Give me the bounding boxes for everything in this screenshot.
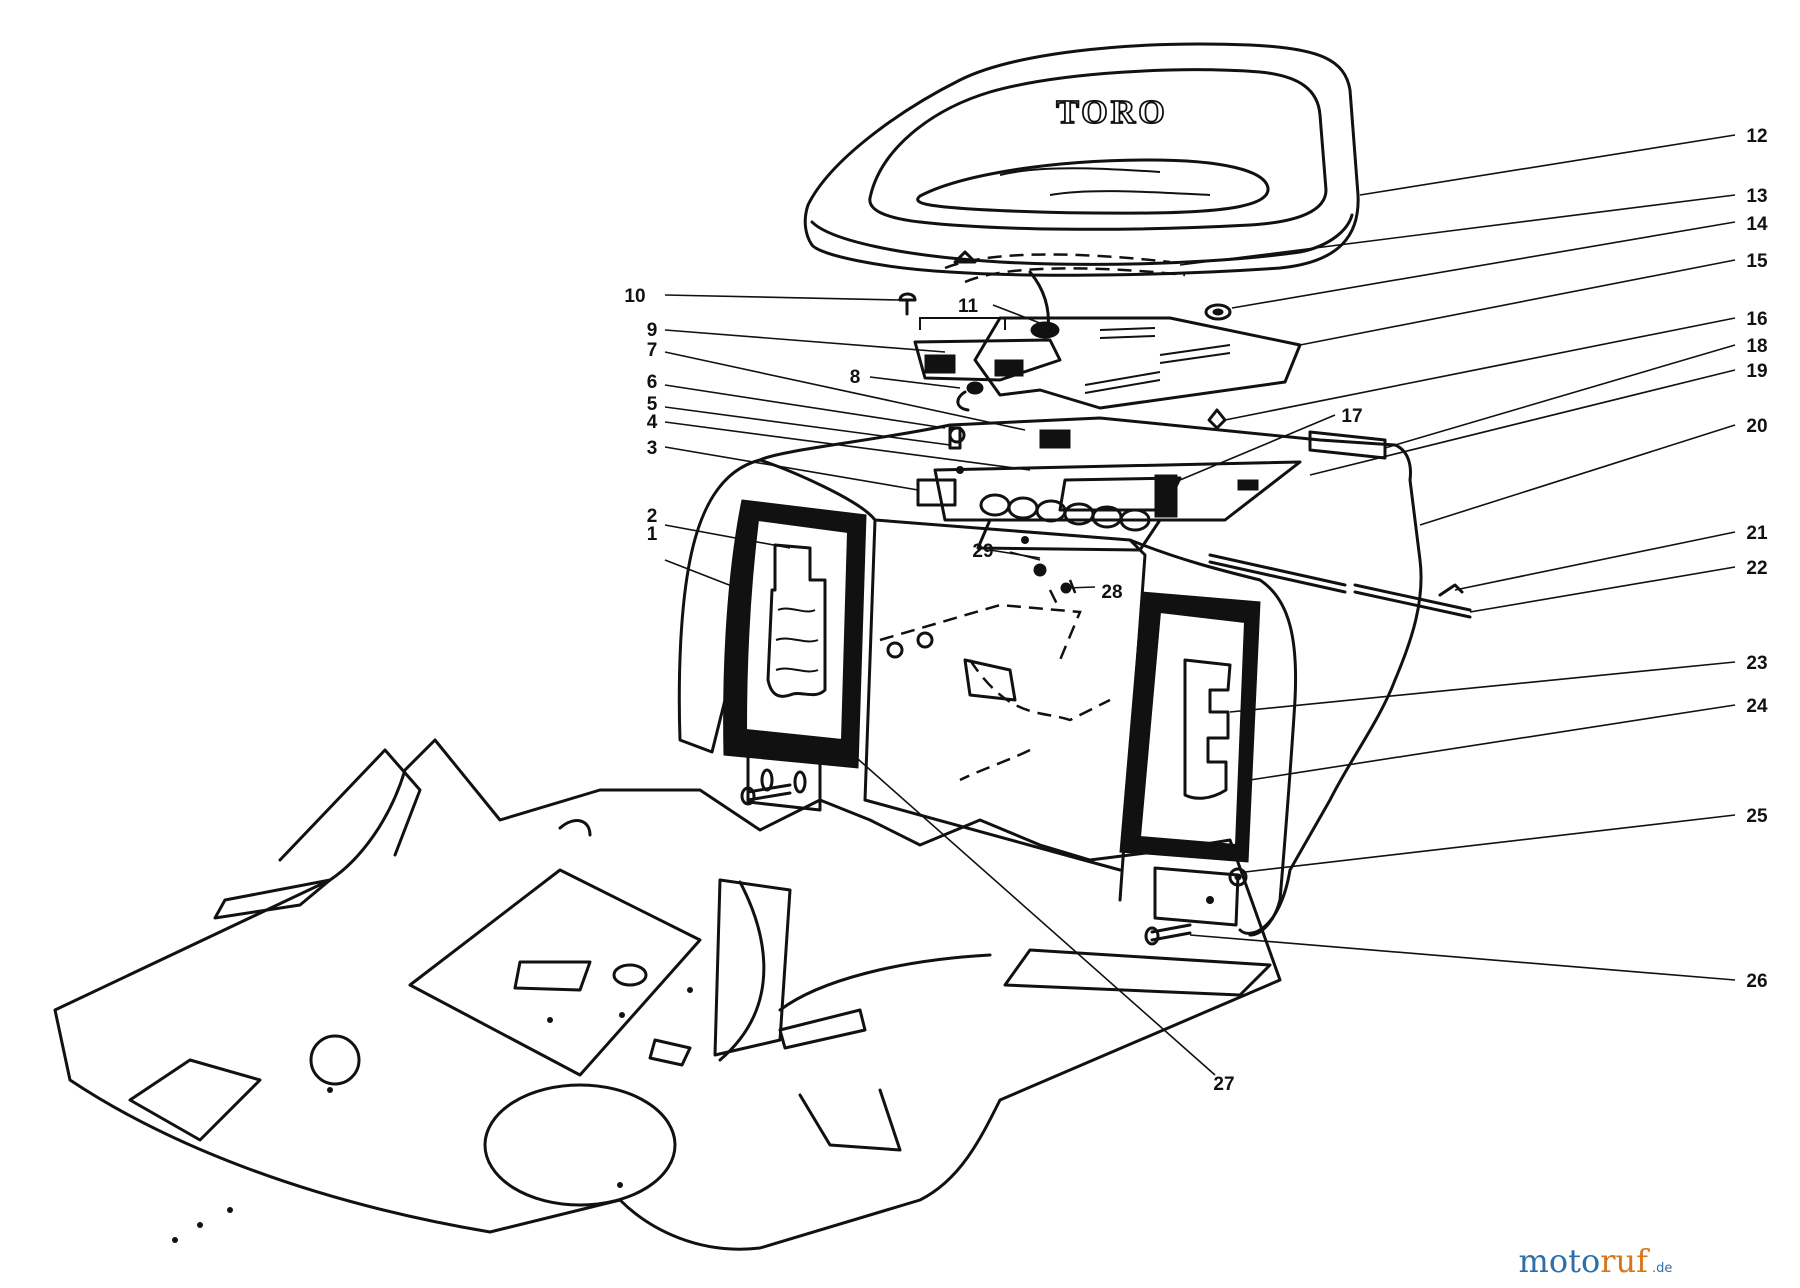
svg-text:motoruf: motoruf — [1519, 1242, 1651, 1280]
callout-25: 25 — [1746, 806, 1768, 827]
callout-1: 1 — [647, 524, 658, 545]
seat-plate — [973, 303, 1302, 410]
callout-6: 6 — [647, 372, 658, 393]
callout-11: 11 — [958, 296, 979, 317]
callout-16: 16 — [1746, 309, 1767, 330]
callout-15: 15 — [1746, 251, 1768, 272]
frame-deck — [53, 738, 1282, 1251]
callout-17: 17 — [1341, 406, 1362, 427]
leader-lines — [664, 134, 1736, 1076]
watermark-part-2: ruf — [1600, 1242, 1650, 1280]
watermark: motoruf .de — [1519, 1242, 1673, 1280]
callout-12: 12 — [1746, 126, 1767, 147]
callout-8: 8 — [850, 367, 861, 388]
callout-20: 20 — [1746, 416, 1767, 437]
callout-13: 13 — [1746, 186, 1767, 207]
callout-labels: 1 2 3 4 5 6 7 8 9 10 11 12 13 14 15 16 1… — [624, 126, 1768, 1095]
battery-cells — [979, 493, 1151, 532]
callout-7: 7 — [647, 340, 658, 361]
seat-brand-text: TORO — [1056, 94, 1168, 131]
callout-5: 5 — [647, 394, 658, 415]
callout-14: 14 — [1746, 214, 1768, 235]
rear-rod — [1208, 430, 1472, 619]
callout-28: 28 — [1101, 582, 1122, 603]
callout-22: 22 — [1746, 558, 1767, 579]
callout-18: 18 — [1746, 336, 1767, 357]
watermark-part-3: .de — [1652, 1261, 1672, 1276]
callout-19: 19 — [1746, 361, 1767, 382]
callout-23: 23 — [1746, 653, 1767, 674]
hardware — [740, 408, 1248, 946]
callout-9: 9 — [647, 320, 658, 341]
callout-10: 10 — [624, 286, 645, 307]
callout-21: 21 — [1746, 523, 1768, 544]
callout-3: 3 — [647, 438, 658, 459]
callout-27: 27 — [1213, 1074, 1234, 1095]
switch-bracket — [898, 292, 1062, 412]
callout-29: 29 — [972, 541, 993, 562]
callout-4: 4 — [647, 412, 658, 433]
callout-2: 2 — [647, 506, 658, 527]
rear-body — [677, 416, 1423, 937]
watermark-part-1: moto — [1519, 1242, 1601, 1280]
callout-24: 24 — [1746, 696, 1768, 717]
seat: TORO — [803, 42, 1360, 332]
callout-26: 26 — [1746, 971, 1767, 992]
battery-tray — [916, 426, 1302, 611]
